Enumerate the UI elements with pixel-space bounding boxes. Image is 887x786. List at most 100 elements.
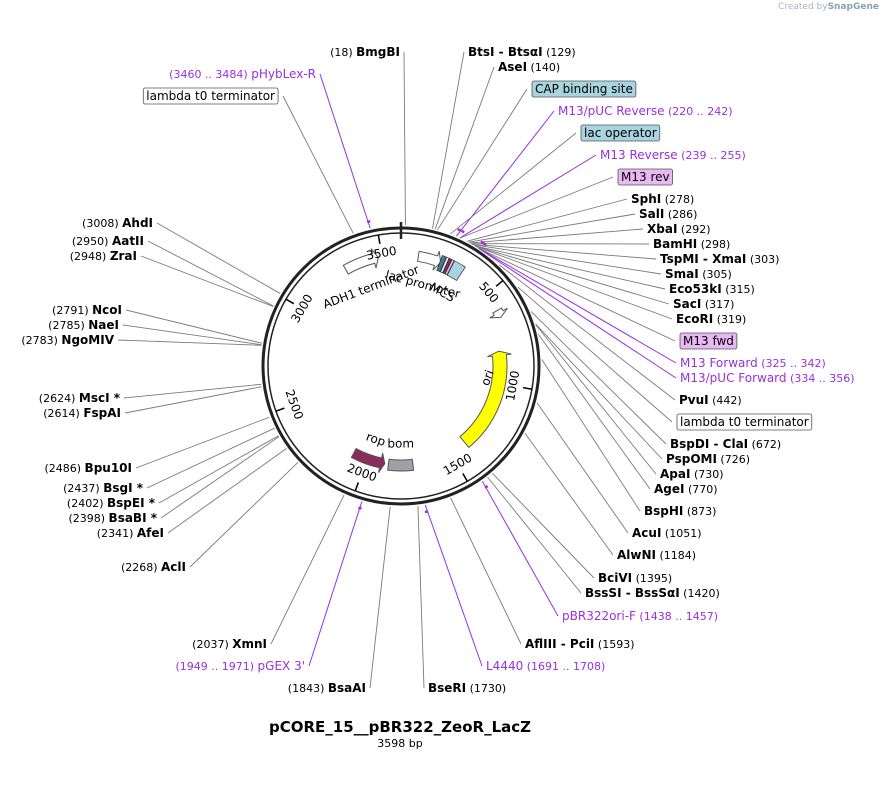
site-label: (2614) FspAI (43, 406, 121, 420)
credit-brand: SnapGene (827, 2, 879, 12)
site-naei[interactable]: (2785) NaeI (48, 318, 119, 332)
site-pspomi[interactable]: PspOMI (726) (666, 452, 750, 466)
site-m13-rev[interactable]: M13 rev (617, 168, 673, 186)
bp-tick-label: 500 (476, 279, 501, 306)
leader-line (424, 504, 483, 667)
site-label: TspMI - XmaI (303) (660, 252, 779, 266)
site-bsaai[interactable]: (1843) BsaAI (288, 681, 366, 695)
feature-tag-label: M13 fwd (683, 334, 734, 348)
site-cap-binding-site[interactable]: CAP binding site (531, 80, 637, 98)
site-m13-reverse[interactable]: M13 Reverse (239 .. 255) (600, 148, 746, 162)
site-m13-puc-forward[interactable]: M13/pUC Forward (334 .. 356) (680, 371, 855, 385)
site-agei[interactable]: AgeI (770) (654, 482, 718, 496)
plasmid-size: 3598 bp (377, 737, 423, 750)
leader-line (434, 66, 495, 230)
leader-line (535, 324, 657, 475)
site-m13-puc-reverse[interactable]: M13/pUC Reverse (220 .. 242) (558, 104, 733, 118)
site-pvui[interactable]: PvuI (442) (679, 393, 742, 407)
site-labels[interactable]: BtsI - BtsαI (129)AseI (140) CAP binding … (21, 45, 854, 695)
feature-label-rop: rop (364, 429, 387, 449)
mcs-segment (444, 259, 455, 276)
site-bamhi[interactable]: BamHI (298) (653, 237, 730, 251)
site-acli[interactable]: (2268) AclI (121, 560, 186, 574)
site-afliii[interactable]: AflIII - PciI (1593) (525, 637, 634, 651)
site-l4440[interactable]: L4440 (1691 .. 1708) (486, 659, 605, 673)
site-lambda-t0-terminator[interactable]: lambda t0 terminator (676, 413, 813, 431)
site-lambda-t0-terminator[interactable]: lambda t0 terminator (142, 87, 279, 105)
site-pgex-3[interactable]: (1949 .. 1971) pGEX 3' (175, 659, 305, 673)
leader-line (432, 51, 465, 229)
site-aatii[interactable]: (2950) AatII (72, 234, 144, 248)
leader-line (122, 324, 262, 346)
site-bcivi[interactable]: BciVI (1395) (598, 571, 672, 585)
site-phyblex-r[interactable]: (3460 .. 3484) pHybLex-R (169, 67, 316, 81)
site-bseri[interactable]: BseRI (1730) (428, 681, 506, 695)
site-bspei[interactable]: (2402) BspEI * (67, 496, 156, 510)
site-ecori[interactable]: EcoRI (319) (676, 312, 746, 326)
feature-tag-box (676, 413, 813, 431)
site-ncoi[interactable]: (2791) NcoI (52, 303, 122, 317)
feature-tag-label: lambda t0 terminator (680, 415, 809, 429)
leader-line (319, 73, 371, 229)
site-label: ApaI (730) (660, 467, 724, 481)
site-smai[interactable]: SmaI (305) (665, 267, 732, 281)
bp-tick (377, 234, 381, 244)
site-label: BspHI (873) (644, 504, 716, 518)
site-lac-operator[interactable]: lac operator (580, 124, 661, 142)
site-label: EcoRI (319) (676, 312, 746, 326)
site-label: BssSI - BssSαI (1420) (585, 586, 720, 600)
site-ahdi[interactable]: (3008) AhdI (82, 216, 153, 230)
bp-tick (495, 279, 504, 287)
site-fspai[interactable]: (2614) FspAI (43, 406, 121, 420)
site-acui[interactable]: AcuI (1051) (632, 526, 702, 540)
feature-tag-box (617, 168, 673, 186)
site-alwni[interactable]: AlwNI (1184) (617, 548, 696, 562)
leader-line (538, 334, 651, 490)
feature-rop (350, 447, 386, 473)
site-eco53ki[interactable]: Eco53kI (315) (669, 282, 755, 296)
site-label: pBR322ori-F (1438 .. 1457) (562, 609, 718, 623)
site-bmgbi[interactable]: (18) BmgBI (330, 45, 400, 59)
site-bsssi[interactable]: BssSI - BssSαI (1420) (585, 586, 720, 600)
site-m13-forward[interactable]: M13 Forward (325 .. 342) (680, 356, 826, 370)
primer-site-mark (480, 240, 485, 245)
site-saci[interactable]: SacI (317) (673, 297, 734, 311)
bp-tick (275, 407, 285, 412)
site-xmni[interactable]: (2037) XmnI (192, 637, 267, 651)
site-xbai[interactable]: XbaI (292) (647, 222, 710, 236)
site-bspdi[interactable]: BspDI - ClaI (672) (670, 437, 781, 451)
leader-line (524, 432, 614, 556)
leader-line (417, 505, 425, 689)
site-zrai[interactable]: (2948) ZraI (70, 249, 137, 263)
leader-line (487, 476, 582, 594)
site-label: (2268) AclI (121, 560, 186, 574)
site-sali[interactable]: SalI (286) (639, 207, 697, 221)
leader-line (147, 240, 274, 307)
feature-tag-box (142, 87, 279, 105)
leader-line (160, 436, 280, 519)
site-ngomiv[interactable]: (2783) NgoMIV (21, 333, 114, 347)
leader-line (117, 339, 262, 346)
site-sphi[interactable]: SphI (278) (631, 192, 694, 206)
site-afei[interactable]: (2341) AfeI (97, 526, 164, 540)
site-label: SalI (286) (639, 207, 697, 221)
site-m13-fwd[interactable]: M13 fwd (679, 332, 738, 350)
site-bsgi[interactable]: (2437) BsgI * (63, 481, 144, 495)
site-msci[interactable]: (2624) MscI * (39, 391, 121, 405)
site-asei[interactable]: AseI (140) (498, 60, 560, 74)
site-bsabi[interactable]: (2398) BsaBI * (68, 511, 157, 525)
site-label: M13/pUC Forward (334 .. 356) (680, 371, 855, 385)
site-bpu10i[interactable]: (2486) Bpu10I (44, 461, 132, 475)
site-bsphi[interactable]: BspHI (873) (644, 504, 716, 518)
site-tspmi[interactable]: TspMI - XmaI (303) (660, 252, 779, 266)
site-label: (1843) BsaAI (288, 681, 366, 695)
site-pbr322ori-f[interactable]: pBR322ori-F (1438 .. 1457) (562, 609, 718, 623)
site-label: L4440 (1691 .. 1708) (486, 659, 605, 673)
leader-line (455, 110, 555, 237)
site-label: Eco53kI (315) (669, 282, 755, 296)
site-apai[interactable]: ApaI (730) (660, 467, 724, 481)
feature-label-ori: ori (478, 368, 497, 388)
leader-line (480, 249, 677, 379)
site-btsi[interactable]: BtsI - BtsαI (129) (468, 45, 576, 59)
leader-line (536, 402, 629, 534)
